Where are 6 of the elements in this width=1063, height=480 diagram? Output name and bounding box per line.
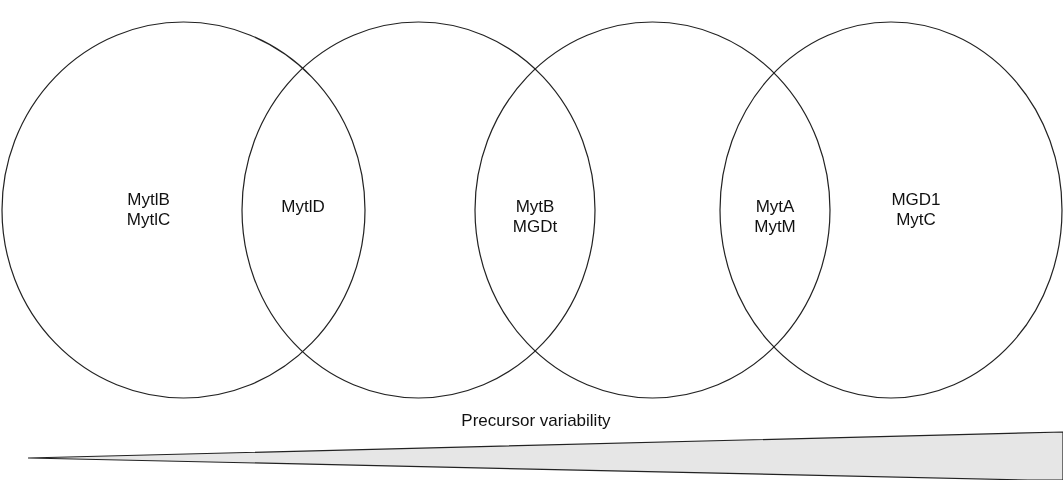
gene-label: MytA MytM [753,197,797,237]
gene-label: MytlB MytlC [125,190,172,230]
gene-label: MytB MGDt [511,197,559,237]
gene-label: MGD1 MytC [890,190,942,230]
gene-label: MytlD [280,197,326,217]
axis-label: Precursor variability [460,411,612,431]
